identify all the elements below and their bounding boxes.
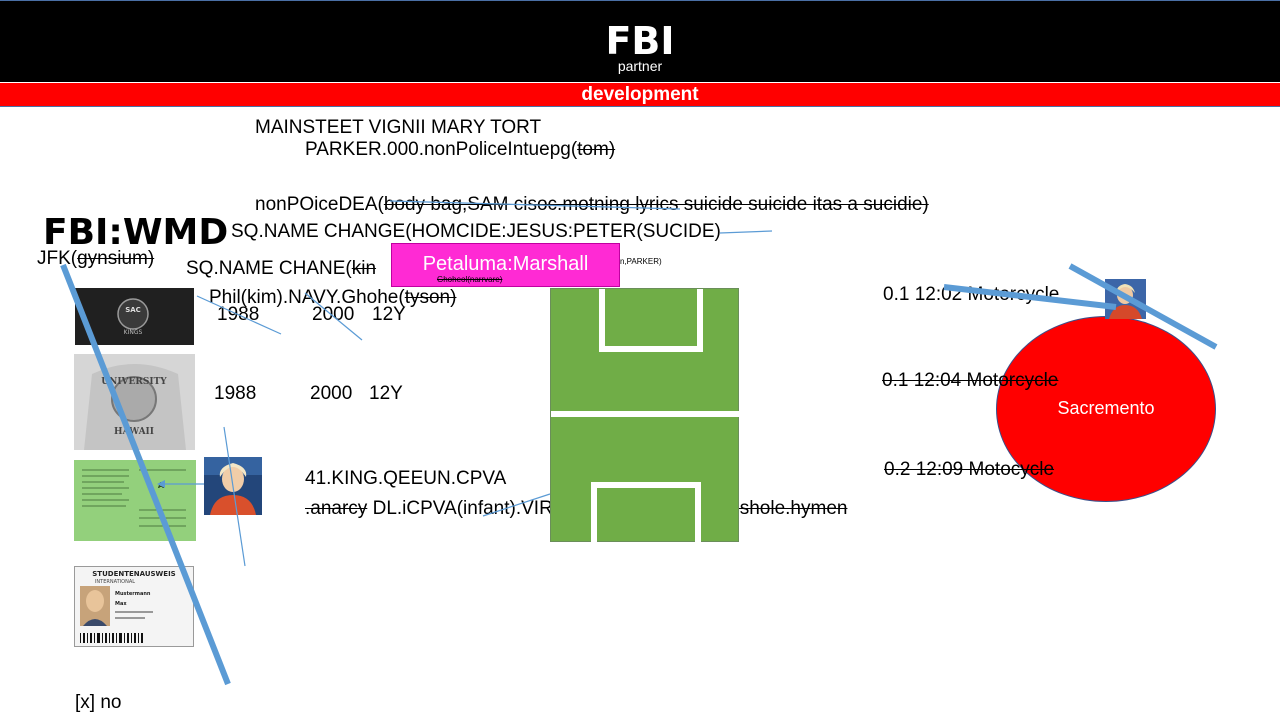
jfk-strike: gynsium) — [77, 248, 155, 269]
header-bar — [0, 0, 1280, 82]
field-line — [695, 482, 701, 543]
parker-strike: tom) — [577, 139, 616, 160]
parker-text: PARKER.000.nonPoliceIntuepg( — [305, 139, 578, 160]
thin-line — [719, 230, 773, 234]
text-line-nonpoicedea: nonPOiceDEA(body bag,SAM cisoc.motning l… — [255, 194, 929, 216]
sacramento-label: Sacremento — [1057, 398, 1155, 418]
field-line — [599, 346, 703, 352]
motorcycle-entry-1: 0.1 12:02 Motorcycle — [883, 284, 1060, 305]
portrait-small-icon — [1105, 279, 1146, 319]
span-12y-row2: 12Y — [369, 383, 403, 404]
small-portrait-photo — [1105, 279, 1146, 319]
anarcy-strike: .anarcy — [305, 498, 368, 519]
field-line — [591, 482, 597, 543]
dea-strike: body bag,SAM cisoc.motning lyrics suicid… — [383, 194, 929, 215]
year-2000-row1: 2000 — [312, 304, 355, 325]
phil-strike: tyson) — [404, 287, 457, 308]
year-2000-row2: 2000 — [310, 383, 353, 404]
field-line — [697, 289, 703, 351]
wmd-heading: FBI:WMD — [43, 212, 229, 253]
header-subtitle: partner — [617, 58, 663, 74]
jfk-text: JFK( — [37, 248, 78, 269]
text-line-name-change: SQ.NAME CHANGE(HOMCIDE:JESUS:PETER(SUCID… — [231, 221, 721, 242]
field-line — [551, 411, 740, 417]
dea-text: nonPOiceDEA( — [255, 194, 384, 215]
chane-text: SQ.NAME CHANE( — [186, 258, 352, 279]
hawaii-shirt-icon: UNIVERSITY HAWAII — [74, 354, 195, 450]
field-line — [591, 482, 701, 488]
text-line-parker: PARKER.000.nonPoliceIntuepg(tom) — [305, 139, 615, 161]
text-line-mainsteet: MAINSTEET VIGNII MARY TORT — [255, 117, 542, 138]
tiny-ghoheol-note: Ghoheol(narrvare) — [437, 275, 503, 284]
field-line — [599, 289, 605, 351]
svg-text:STUDENTENAUSWEIS: STUDENTENAUSWEIS — [92, 570, 175, 578]
chane-strike: kin — [351, 258, 377, 279]
development-label: development — [581, 84, 699, 105]
year-1988-row2: 1988 — [214, 383, 257, 404]
petaluma-box — [391, 243, 620, 287]
svg-text:KINGS: KINGS — [124, 329, 143, 336]
span-12y-row1: 12Y — [372, 304, 406, 325]
text-jfk: JFK(gynsium) — [37, 248, 154, 270]
soccer-field-graphic — [550, 288, 740, 543]
student-id-card-photo: STUDENTENAUSWEIS INTERNATIONAL Musterman… — [74, 566, 194, 647]
grey-shirt-photo: UNIVERSITY HAWAII — [74, 354, 195, 450]
green-document-icon: A — [74, 460, 196, 541]
text-line-king: 41.KING.QEEUN.CPVA — [305, 468, 507, 489]
student-id-card-icon: STUDENTENAUSWEIS INTERNATIONAL Musterman… — [75, 567, 193, 646]
development-band — [0, 83, 1280, 107]
svg-text:HAWAII: HAWAII — [114, 427, 154, 437]
woman-portrait-photo — [204, 457, 262, 515]
portrait-woman-icon — [204, 457, 262, 515]
sac-kings-logo-icon: SAC KINGS — [75, 288, 194, 345]
header-title: FBI — [605, 19, 675, 63]
motorcycle-entry-2: 0.1 12:04 Motorcycle — [882, 370, 1059, 391]
tiny-parker-note: n,PARKER) — [620, 257, 662, 266]
text-line-name-chane: SQ.NAME CHANE(kin — [186, 258, 376, 280]
black-shirt-photo: SAC KINGS — [75, 288, 194, 345]
svg-text:Mustermann: Mustermann — [115, 591, 151, 597]
svg-text:SAC: SAC — [125, 306, 141, 314]
svg-text:UNIVERSITY: UNIVERSITY — [101, 377, 167, 387]
svg-text:A: A — [158, 481, 165, 490]
petaluma-label: Petaluma:Marshall — [422, 253, 589, 275]
footer-checkbox-note: [x] no — [75, 692, 122, 713]
year-1988-row1: 1988 — [217, 304, 260, 325]
svg-text:INTERNATIONAL: INTERNATIONAL — [95, 579, 135, 585]
motorcycle-entry-3: 0.2 12:09 Motocycle — [884, 459, 1055, 480]
green-document-photo: A — [74, 460, 196, 541]
svg-text:Max: Max — [115, 601, 127, 607]
